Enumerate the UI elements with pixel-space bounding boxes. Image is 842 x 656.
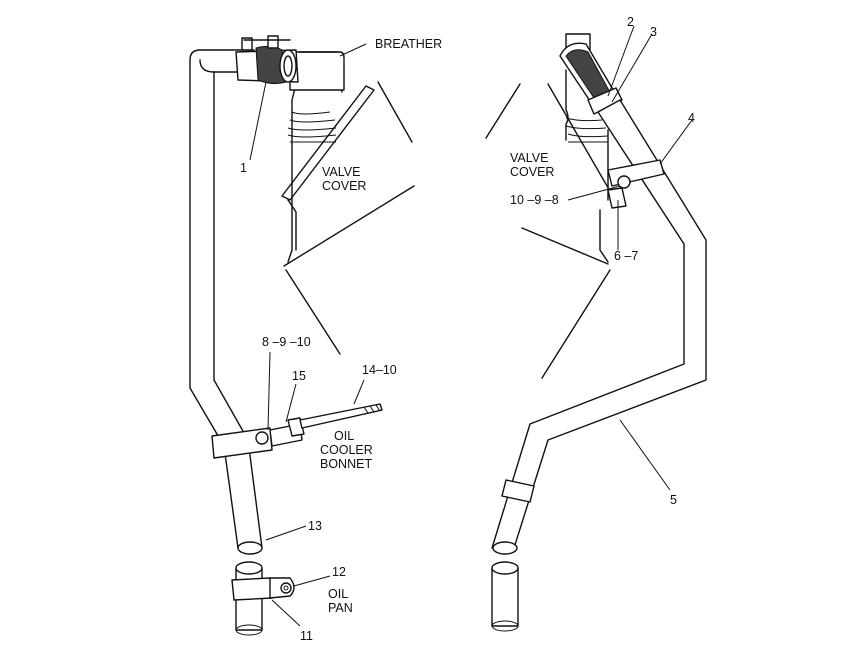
callout-11: 11 xyxy=(300,629,313,643)
callout-12: 12 xyxy=(332,565,346,579)
callout-2: 2 xyxy=(627,15,634,29)
left-valve-cover-plane xyxy=(281,81,415,355)
label-oil-cooler-3: BONNET xyxy=(320,457,372,471)
callout-5: 5 xyxy=(670,493,677,507)
callout-4: 4 xyxy=(688,111,695,125)
right-valve-cover-plane xyxy=(485,83,615,379)
right-assembly xyxy=(485,25,707,632)
label-valve-cover-right-2: COVER xyxy=(510,165,554,179)
right-leaders xyxy=(567,25,693,491)
callout-6-7: 6 –7 xyxy=(614,249,638,263)
left-breather-hose xyxy=(235,35,299,85)
callout-10-9-8: 10 –9 –8 xyxy=(510,193,559,207)
right-tube xyxy=(491,99,707,555)
callout-3: 3 xyxy=(650,25,657,39)
callout-13: 13 xyxy=(308,519,322,533)
label-oil-cooler-1: OIL xyxy=(334,429,354,443)
label-oil-pan-2: PAN xyxy=(328,601,353,615)
label-breather: BREATHER xyxy=(375,37,442,51)
left-tube-clamp xyxy=(211,403,383,459)
right-lower-tube xyxy=(491,561,519,632)
right-tube-end xyxy=(492,541,518,555)
right-hose-sleeve xyxy=(501,479,535,503)
right-breather xyxy=(559,33,623,115)
left-tube xyxy=(189,49,263,555)
left-assembly xyxy=(189,35,415,636)
label-oil-pan-1: OIL xyxy=(328,587,348,601)
left-tube-end xyxy=(237,541,263,555)
callout-8-9-10: 8 –9 –10 xyxy=(262,335,311,349)
left-oil-pan-fitting xyxy=(231,561,295,636)
label-valve-cover-left-1: VALVE xyxy=(322,165,360,179)
left-leaders xyxy=(249,43,367,627)
label-valve-cover-right-1: VALVE xyxy=(510,151,548,165)
callout-14-10: 14–10 xyxy=(362,363,397,377)
callout-15: 15 xyxy=(292,369,306,383)
callout-1: 1 xyxy=(240,161,247,175)
label-oil-cooler-2: COOLER xyxy=(320,443,373,457)
left-breather xyxy=(289,51,345,91)
label-valve-cover-left-2: COVER xyxy=(322,179,366,193)
right-tube-clamp xyxy=(607,159,665,209)
